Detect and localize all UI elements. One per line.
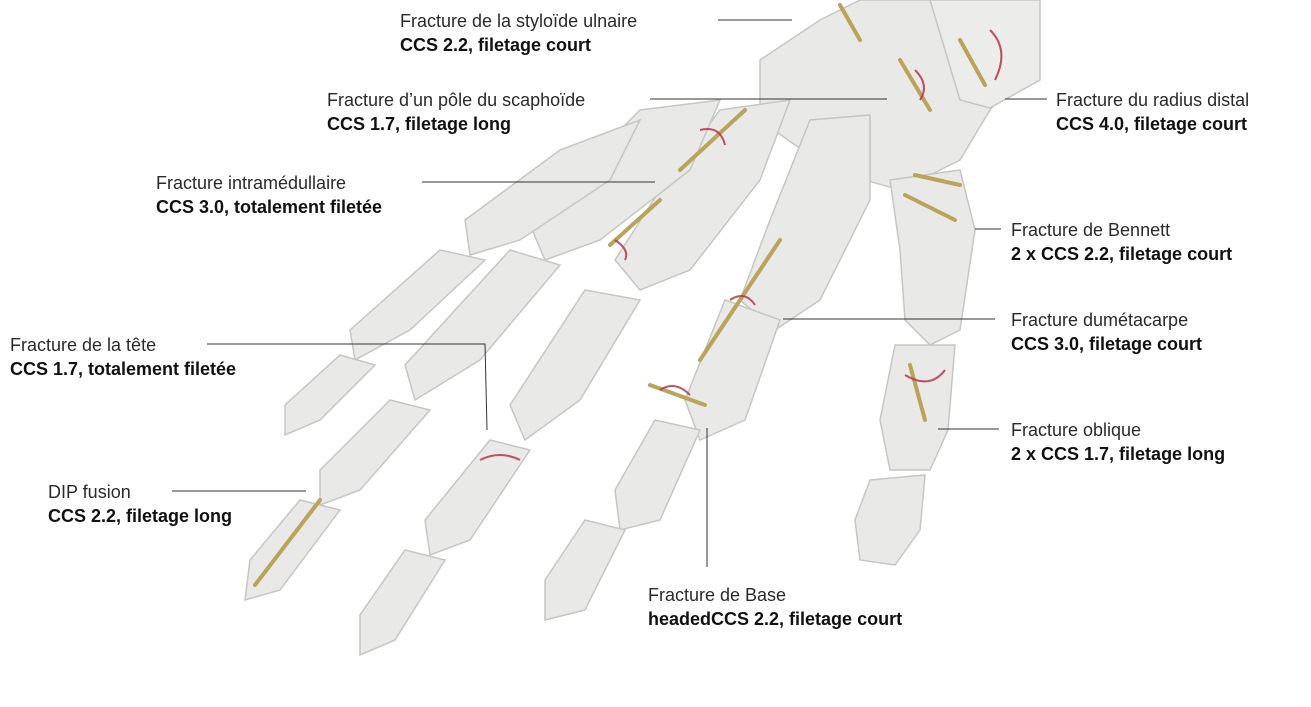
callout-metacarpal-spec: CCS 3.0, filetage court [1011,332,1202,356]
callout-head: Fracture de la tête CCS 1.7, totalement … [10,333,236,381]
callout-dip: DIP fusion CCS 2.2, filetage long [48,480,232,528]
callout-oblique-name: Fracture oblique [1011,418,1225,442]
callout-bennett-name: Fracture de Bennett [1011,218,1232,242]
callout-radius-name: Fracture du radius distal [1056,88,1249,112]
callout-bennett: Fracture de Bennett 2 x CCS 2.2, filetag… [1011,218,1232,266]
callout-styloid-name: Fracture de la styloïde ulnaire [400,9,637,33]
callout-scaphoid: Fracture d’un pôle du scaphoïde CCS 1.7,… [327,88,585,136]
callout-styloid: Fracture de la styloïde ulnaire CCS 2.2,… [400,9,637,57]
callout-oblique: Fracture oblique 2 x CCS 1.7, filetage l… [1011,418,1225,466]
callout-intramedullary: Fracture intramédullaire CCS 3.0, totale… [156,171,382,219]
callout-metacarpal: Fracture dumétacarpe CCS 3.0, filetage c… [1011,308,1202,356]
callout-styloid-spec: CCS 2.2, filetage court [400,33,637,57]
callout-head-spec: CCS 1.7, totalement filetée [10,357,236,381]
callout-base-name: Fracture de Base [648,583,902,607]
callout-intramedullary-name: Fracture intramédullaire [156,171,382,195]
callout-scaphoid-name: Fracture d’un pôle du scaphoïde [327,88,585,112]
callout-base-spec: headedCCS 2.2, filetage court [648,607,902,631]
callout-scaphoid-spec: CCS 1.7, filetage long [327,112,585,136]
callout-head-name: Fracture de la tête [10,333,236,357]
callout-dip-name: DIP fusion [48,480,232,504]
callout-dip-spec: CCS 2.2, filetage long [48,504,232,528]
callout-radius-spec: CCS 4.0, filetage court [1056,112,1249,136]
callout-bennett-spec: 2 x CCS 2.2, filetage court [1011,242,1232,266]
leader-head [207,344,487,430]
callout-intramedullary-spec: CCS 3.0, totalement filetée [156,195,382,219]
callout-oblique-spec: 2 x CCS 1.7, filetage long [1011,442,1225,466]
callout-metacarpal-name: Fracture dumétacarpe [1011,308,1202,332]
callout-radius: Fracture du radius distal CCS 4.0, filet… [1056,88,1249,136]
callout-base: Fracture de Base headedCCS 2.2, filetage… [648,583,902,631]
